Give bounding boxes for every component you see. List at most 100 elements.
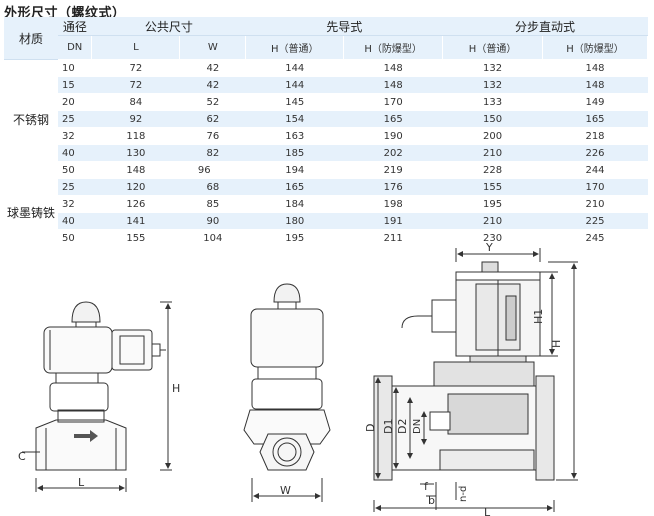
dn-label: DN — [412, 419, 423, 434]
h1-label: H1 — [532, 309, 545, 324]
l-cell: 118 — [91, 127, 180, 145]
s_h-cell: 210 — [442, 212, 543, 230]
d1-label: D1 — [382, 419, 395, 434]
y-label: Y — [485, 241, 493, 254]
w-cell: 42 — [179, 76, 246, 94]
s_h-cell: 133 — [442, 93, 543, 111]
w-cell: 76 — [179, 127, 246, 145]
dn-col-header: DN — [57, 35, 93, 60]
l-cell: 72 — [91, 59, 180, 77]
f-label: f — [424, 480, 429, 493]
p_h-cell: 144 — [245, 76, 344, 94]
s_hx-cell: 226 — [542, 144, 648, 162]
p_h-cell: 184 — [245, 195, 344, 213]
material-cell: 不锈钢 — [4, 59, 58, 179]
s_hx-cell: 218 — [542, 127, 648, 145]
w-cell: 104 — [179, 229, 246, 246]
c-label: C — [18, 450, 26, 463]
l-label-section: L — [484, 506, 491, 516]
s_h-cell: 155 — [442, 178, 543, 196]
p_hx-cell: 165 — [343, 110, 443, 128]
d-label: D — [364, 424, 377, 432]
s_hx-cell: 148 — [542, 59, 648, 77]
p_hx-cell: 148 — [343, 76, 443, 94]
s_h-cell: 195 — [442, 195, 543, 213]
s_hx-cell: 165 — [542, 110, 648, 128]
s_h-cell: 150 — [442, 110, 543, 128]
s_h-cell: 132 — [442, 59, 543, 77]
l-col-header: L — [91, 35, 181, 60]
s_hx-cell: 225 — [542, 212, 648, 230]
w-cell: 96 — [179, 161, 246, 179]
p_h-cell: 180 — [245, 212, 344, 230]
p_hx-cell: 202 — [343, 144, 443, 162]
w-cell: 52 — [179, 93, 246, 111]
dn-cell: 20 — [57, 93, 92, 111]
p_h-cell: 165 — [245, 178, 344, 196]
l-cell: 130 — [91, 144, 180, 162]
s_hx-cell: 210 — [542, 195, 648, 213]
s_hx-cell: 245 — [542, 229, 648, 246]
dn-cell: 15 — [57, 76, 92, 94]
l-cell: 72 — [91, 76, 180, 94]
l-cell: 126 — [91, 195, 180, 213]
pilot-header: 先导式 — [245, 17, 443, 36]
p_h-cell: 194 — [245, 161, 344, 179]
s_h-cell: 210 — [442, 144, 543, 162]
dn-cell: 32 — [57, 127, 92, 145]
w-cell: 62 — [179, 110, 246, 128]
side-view-drawing — [22, 301, 172, 492]
p_h-cell: 185 — [245, 144, 344, 162]
stepped-h-explosion-header: H（防爆型） — [542, 35, 648, 60]
material-cell: 球墨铸铁 — [4, 178, 58, 246]
dn-cell: 50 — [57, 161, 92, 179]
p_h-cell: 154 — [245, 110, 344, 128]
w-cell: 90 — [179, 212, 246, 230]
dn-cell: 40 — [57, 144, 92, 162]
s_h-cell: 132 — [442, 76, 543, 94]
s_hx-cell: 149 — [542, 93, 648, 111]
bore-header: 通径 — [57, 17, 92, 36]
pilot-h-normal-header: H（普通） — [245, 35, 345, 60]
w-label: W — [280, 484, 291, 497]
l-cell: 148 — [91, 161, 180, 179]
stepped-header: 分步直动式 — [442, 17, 648, 36]
s_h-cell: 200 — [442, 127, 543, 145]
p_hx-cell: 198 — [343, 195, 443, 213]
b-label: b — [428, 494, 435, 507]
p_h-cell: 144 — [245, 59, 344, 77]
material-header: 材质 — [4, 17, 58, 60]
p_h-cell: 163 — [245, 127, 344, 145]
l-label-side: L — [78, 476, 85, 489]
p_hx-cell: 148 — [343, 59, 443, 77]
stepped-h-normal-header: H（普通） — [442, 35, 544, 60]
l-cell: 92 — [91, 110, 180, 128]
dimension-table: 材质 通径 公共尺寸 先导式 分步直动式 DN L W H（普通） H（防爆型）… — [4, 17, 648, 246]
h-label-side: H — [172, 382, 180, 395]
w-cell: 42 — [179, 59, 246, 77]
d2-label: D2 — [396, 419, 409, 434]
dn-cell: 10 — [57, 59, 92, 77]
dn-cell: 25 — [57, 110, 92, 128]
front-view-drawing — [243, 283, 331, 502]
l-cell: 84 — [91, 93, 180, 111]
w-cell: 82 — [179, 144, 246, 162]
s_hx-cell: 244 — [542, 161, 648, 179]
p_hx-cell: 176 — [343, 178, 443, 196]
w-cell: 85 — [179, 195, 246, 213]
w-col-header: W — [179, 35, 247, 60]
pilot-h-explosion-header: H（防爆型） — [343, 35, 444, 60]
p_h-cell: 145 — [245, 93, 344, 111]
valve-drawings: C L H W — [18, 241, 578, 516]
p_hx-cell: 191 — [343, 212, 443, 230]
p_hx-cell: 170 — [343, 93, 443, 111]
